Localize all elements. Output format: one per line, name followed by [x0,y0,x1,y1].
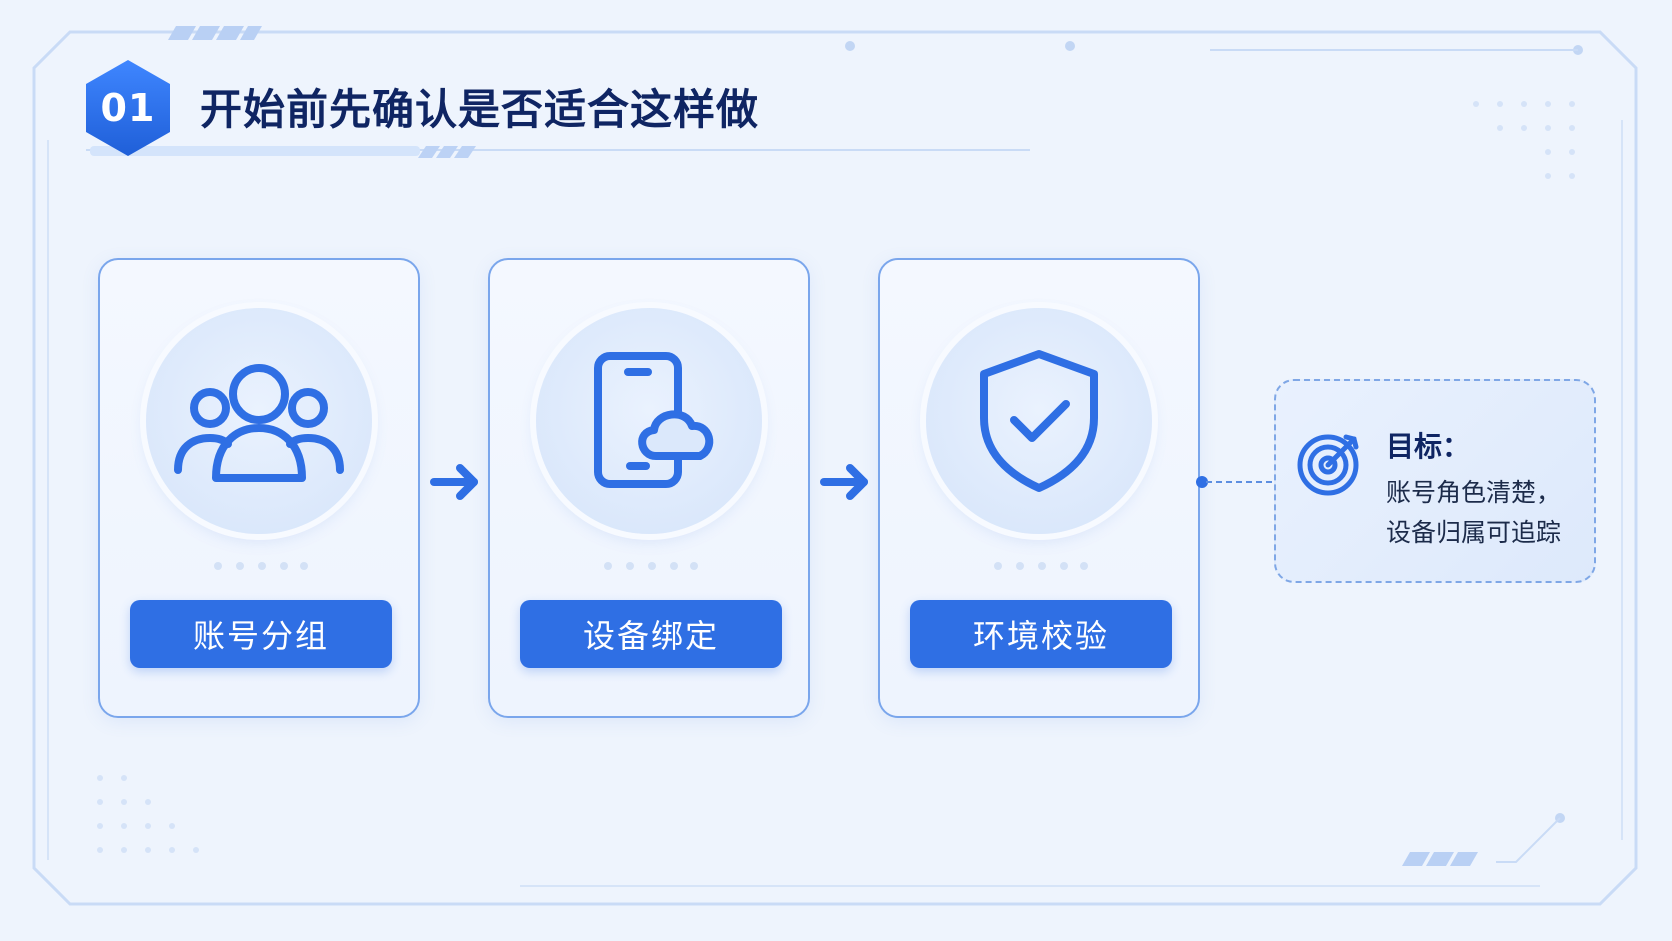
step-label-account-group[interactable]: 账号分组 [130,600,392,668]
step-card-device-binding: 设备绑定 [488,258,810,718]
dashed-connector [1196,476,1274,488]
page-title: 开始前先确认是否适合这样做 [200,85,760,134]
step-label-device-binding[interactable]: 设备绑定 [520,600,782,668]
decorative-dots [994,562,1088,570]
decorative-dots [604,562,698,570]
icon-circle [926,308,1152,534]
icon-circle [536,308,762,534]
step-number: 01 [100,86,156,130]
arrow-right-icon [820,464,868,500]
shield-check-icon [980,350,1098,492]
goal-box: 目标： 账号角色清楚， 设备归属可追踪 [1274,379,1596,583]
decorative-dots [214,562,308,570]
step-card-environment-check: 环境校验 [878,258,1200,718]
goal-text-line-1: 账号角色清楚， [1386,478,1562,507]
step-label-environment-check[interactable]: 环境校验 [910,600,1172,668]
step-card-account-group: 账号分组 [98,258,420,718]
target-icon [1297,434,1359,496]
icon-circle [146,308,372,534]
phone-cloud-icon [594,352,714,488]
arrow-right-icon [430,464,478,500]
goal-text-line-2: 设备归属可追踪 [1386,518,1562,547]
step-badge-hexagon [86,60,170,156]
user-group-icon [174,364,344,482]
goal-label: 目标： [1386,430,1471,463]
